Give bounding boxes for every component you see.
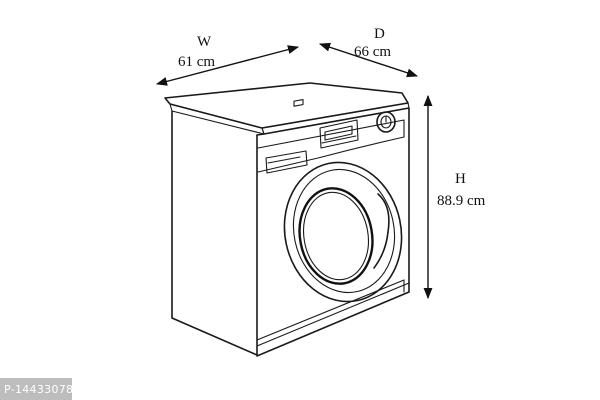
washing-machine-icon	[164, 82, 410, 357]
depth-letter: D	[374, 26, 385, 42]
depth-dimension: D 66 cm	[318, 26, 419, 78]
machine-side-panel	[171, 110, 258, 356]
watermark-text: P-14433078	[4, 383, 73, 396]
height-letter: H	[455, 171, 466, 187]
display-buttons	[321, 135, 357, 144]
display-panel	[319, 119, 359, 149]
machine-front-body	[256, 107, 410, 357]
width-letter: W	[197, 34, 212, 50]
base-plinth	[256, 282, 410, 347]
height-dimension: H 88.9 cm	[423, 94, 486, 300]
door-porthole	[283, 161, 403, 303]
depth-value: 66 cm	[354, 44, 391, 60]
base-line	[256, 279, 405, 341]
control-panel	[257, 119, 405, 173]
width-dimension: W 61 cm	[155, 34, 300, 86]
width-value: 61 cm	[178, 54, 215, 70]
door-handle	[373, 193, 390, 269]
drawer-slot	[293, 99, 304, 107]
control-knob-icon	[376, 111, 396, 133]
height-value: 88.9 cm	[437, 193, 486, 209]
width-arrow	[155, 45, 300, 86]
machine-top-panel	[164, 82, 409, 129]
drawer-handle	[267, 156, 301, 164]
detergent-drawer	[265, 150, 308, 174]
display-screen	[324, 125, 353, 141]
watermark-box	[0, 378, 72, 400]
watermark: P-14433078	[0, 378, 73, 400]
depth-arrow	[318, 42, 419, 78]
